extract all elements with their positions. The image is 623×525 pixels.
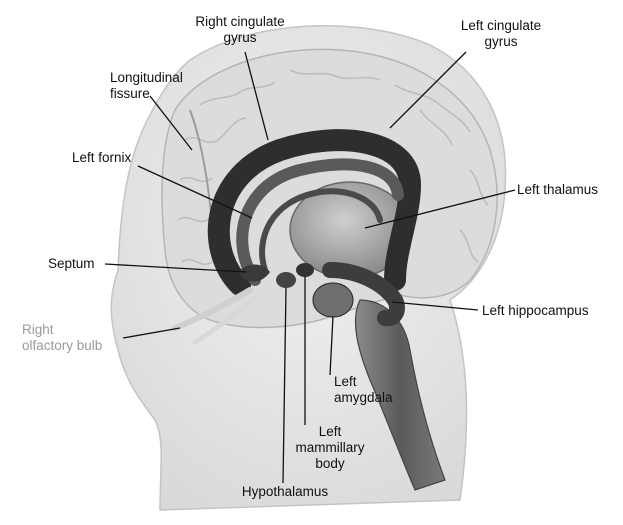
fornix [259,188,383,273]
label-longitudinal-fissure: Longitudinal fissure [110,70,183,101]
label-septum: Septum [48,256,95,271]
label-left-hippocampus: Left hippocampus [482,303,589,318]
label-left-thalamus: Left thalamus [517,182,599,197]
amygdala [312,282,354,318]
label-left-mammillary-body: Left mammillary body [295,424,365,471]
label-left-cingulate-gyrus: Left cingulate gyrus [460,18,542,49]
label-right-cingulate-gyrus: Right cingulate gyrus [195,14,285,45]
gyri-texture [177,69,489,266]
hippocampus [322,262,405,327]
hypothalamus-region [276,272,296,288]
label-hypothalamus: Hypothalamus [241,484,329,499]
leader-lines [104,51,516,484]
mammillary-body [296,263,314,277]
label-left-amygdala: Left amygdala [334,374,393,405]
left-cingulate-band [236,158,404,286]
label-left-fornix: Left fornix [72,150,132,165]
olfactory-tract [172,287,253,331]
brainstem [354,299,446,491]
septum-region [238,264,270,282]
label-right-olfactory-bulb: Right olfactory bulb [22,322,103,353]
olfactory-tract-2 [192,295,258,345]
